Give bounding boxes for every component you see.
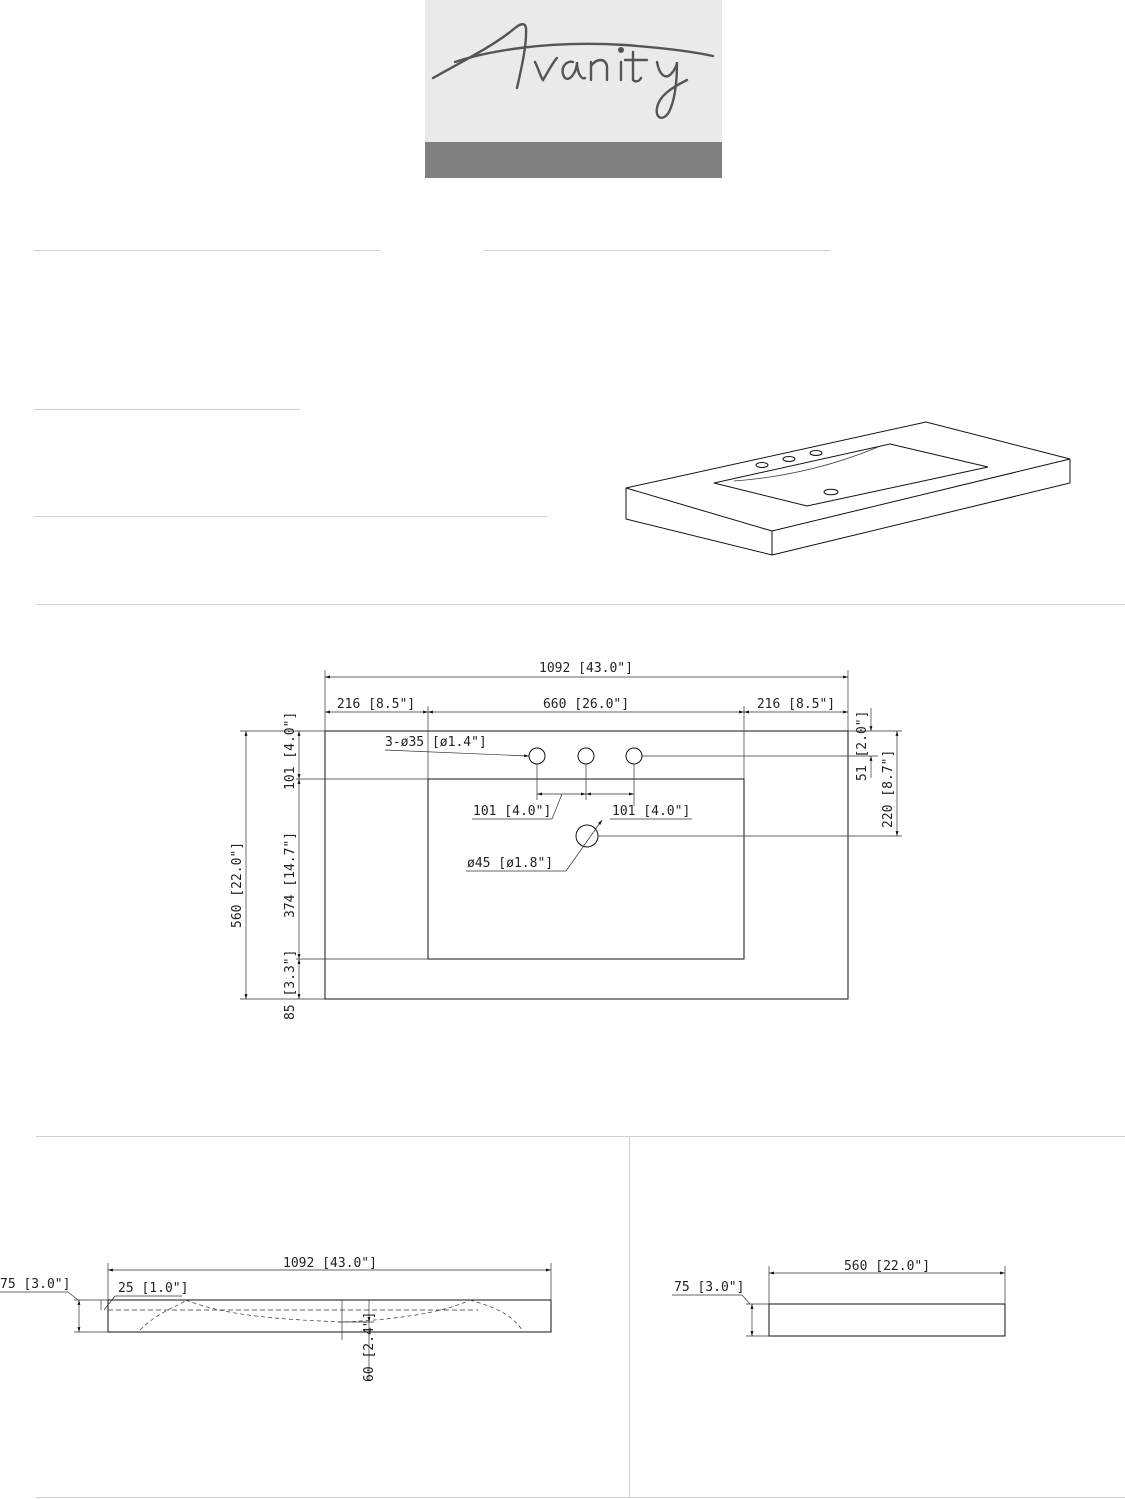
dim-side-depth: 560 [22.0"] [844, 1259, 930, 1274]
dim-side-thickness: 75 [3.0"] [674, 1280, 744, 1295]
dim-basin-depth: 374 [14.7"] [283, 832, 298, 918]
dim-left-margin: 216 [8.5"] [337, 697, 415, 712]
label-faucet-holes: 3-ø35 [ø1.4"] [385, 735, 487, 750]
isometric-sink-view [625, 421, 1071, 556]
section-divider [36, 1497, 1125, 1498]
view-separator [629, 1137, 630, 1497]
dim-front-width: 1092 [43.0"] [283, 1256, 377, 1271]
dim-drain-offset: 220 [8.7"] [881, 750, 896, 828]
logo-band [425, 142, 722, 178]
faucet-hole-center [577, 747, 595, 765]
divider-rule [34, 250, 380, 251]
dim-back-margin: 101 [4.0"] [283, 712, 298, 790]
dim-bowl-depth: 60 [2.4"] [362, 1312, 377, 1382]
logo-dot [618, 47, 624, 53]
drain-hole [575, 824, 599, 848]
dim-overall-width: 1092 [43.0"] [539, 661, 633, 676]
front-view-drawing: 1092 [43.0"] 75 [3.0"] 25 [1.0"] 60 [2.4… [0, 1256, 552, 1382]
dim-hole-spacing-right: 101 [4.0"] [612, 804, 690, 819]
countertop-outline [324, 730, 849, 1000]
section-divider [36, 1136, 1125, 1137]
dim-basin-width: 660 [26.0"] [543, 697, 629, 712]
dim-front-thickness: 75 [3.0"] [0, 1277, 70, 1292]
avanity-logo [425, 0, 722, 178]
faucet-hole-right [625, 747, 643, 765]
dim-front-margin: 85 [3.3"] [283, 950, 298, 1020]
dim-rim-depth: 25 [1.0"] [118, 1281, 188, 1296]
divider-rule [484, 250, 830, 251]
dim-right-margin: 216 [8.5"] [757, 697, 835, 712]
dim-hole-spacing-left: 101 [4.0"] [473, 804, 551, 819]
section-divider [36, 604, 1125, 605]
label-drain-hole: ø45 [ø1.8"] [467, 856, 553, 871]
divider-rule [34, 409, 300, 410]
side-view-drawing: 560 [22.0"] 75 [3.0"] [672, 1259, 1006, 1337]
front-profile-outline [107, 1299, 552, 1333]
avanity-script-mark [431, 23, 715, 119]
dim-overall-depth: 560 [22.0"] [230, 842, 245, 928]
divider-rule [34, 516, 547, 517]
dim-hole-offset: 51 [2.0"] [855, 711, 870, 781]
faucet-hole-left [528, 747, 546, 765]
side-profile-outline [768, 1303, 1006, 1337]
top-view-drawing: 1092 [43.0"] 216 [8.5"] 660 [26.0"] 216 … [230, 661, 902, 1020]
